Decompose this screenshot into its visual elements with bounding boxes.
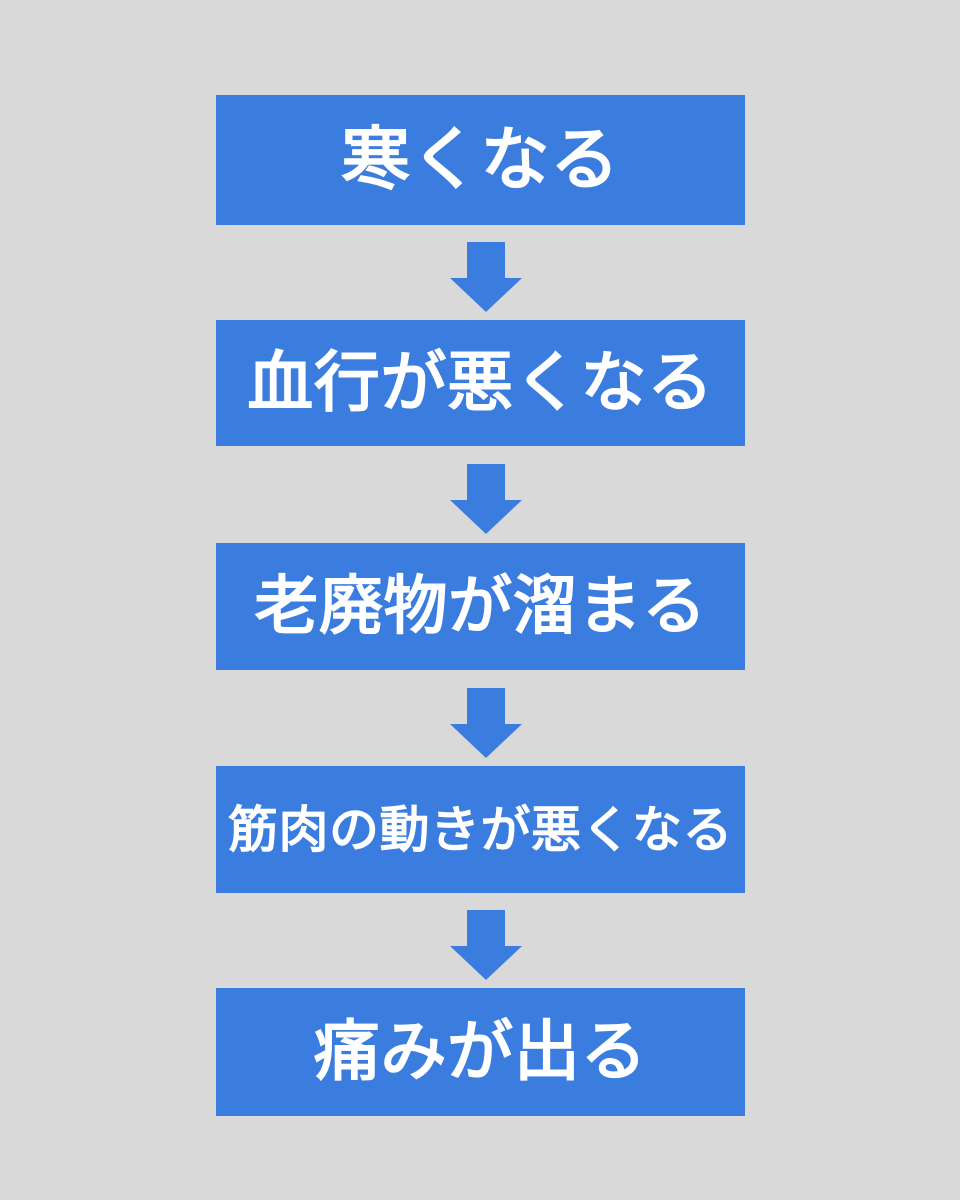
flow-step-5: 痛みが出る (216, 988, 745, 1116)
flow-step-2-label: 血行が悪くなる (247, 344, 714, 421)
down-arrow-icon (450, 464, 522, 534)
down-arrow-icon (450, 688, 522, 758)
down-arrow-icon (450, 242, 522, 312)
flow-step-1: 寒くなる (216, 95, 745, 225)
flow-step-3-label: 老廃物が溜まる (254, 569, 707, 644)
flow-step-5-label: 痛みが出る (313, 1013, 648, 1090)
flow-step-4-label: 筋肉の動きが悪くなる (228, 800, 733, 859)
flow-step-4: 筋肉の動きが悪くなる (216, 766, 745, 893)
flow-step-3: 老廃物が溜まる (216, 543, 745, 670)
flow-step-1-label: 寒くなる (341, 119, 620, 200)
down-arrow-icon (450, 910, 522, 980)
flow-step-2: 血行が悪くなる (216, 320, 745, 446)
